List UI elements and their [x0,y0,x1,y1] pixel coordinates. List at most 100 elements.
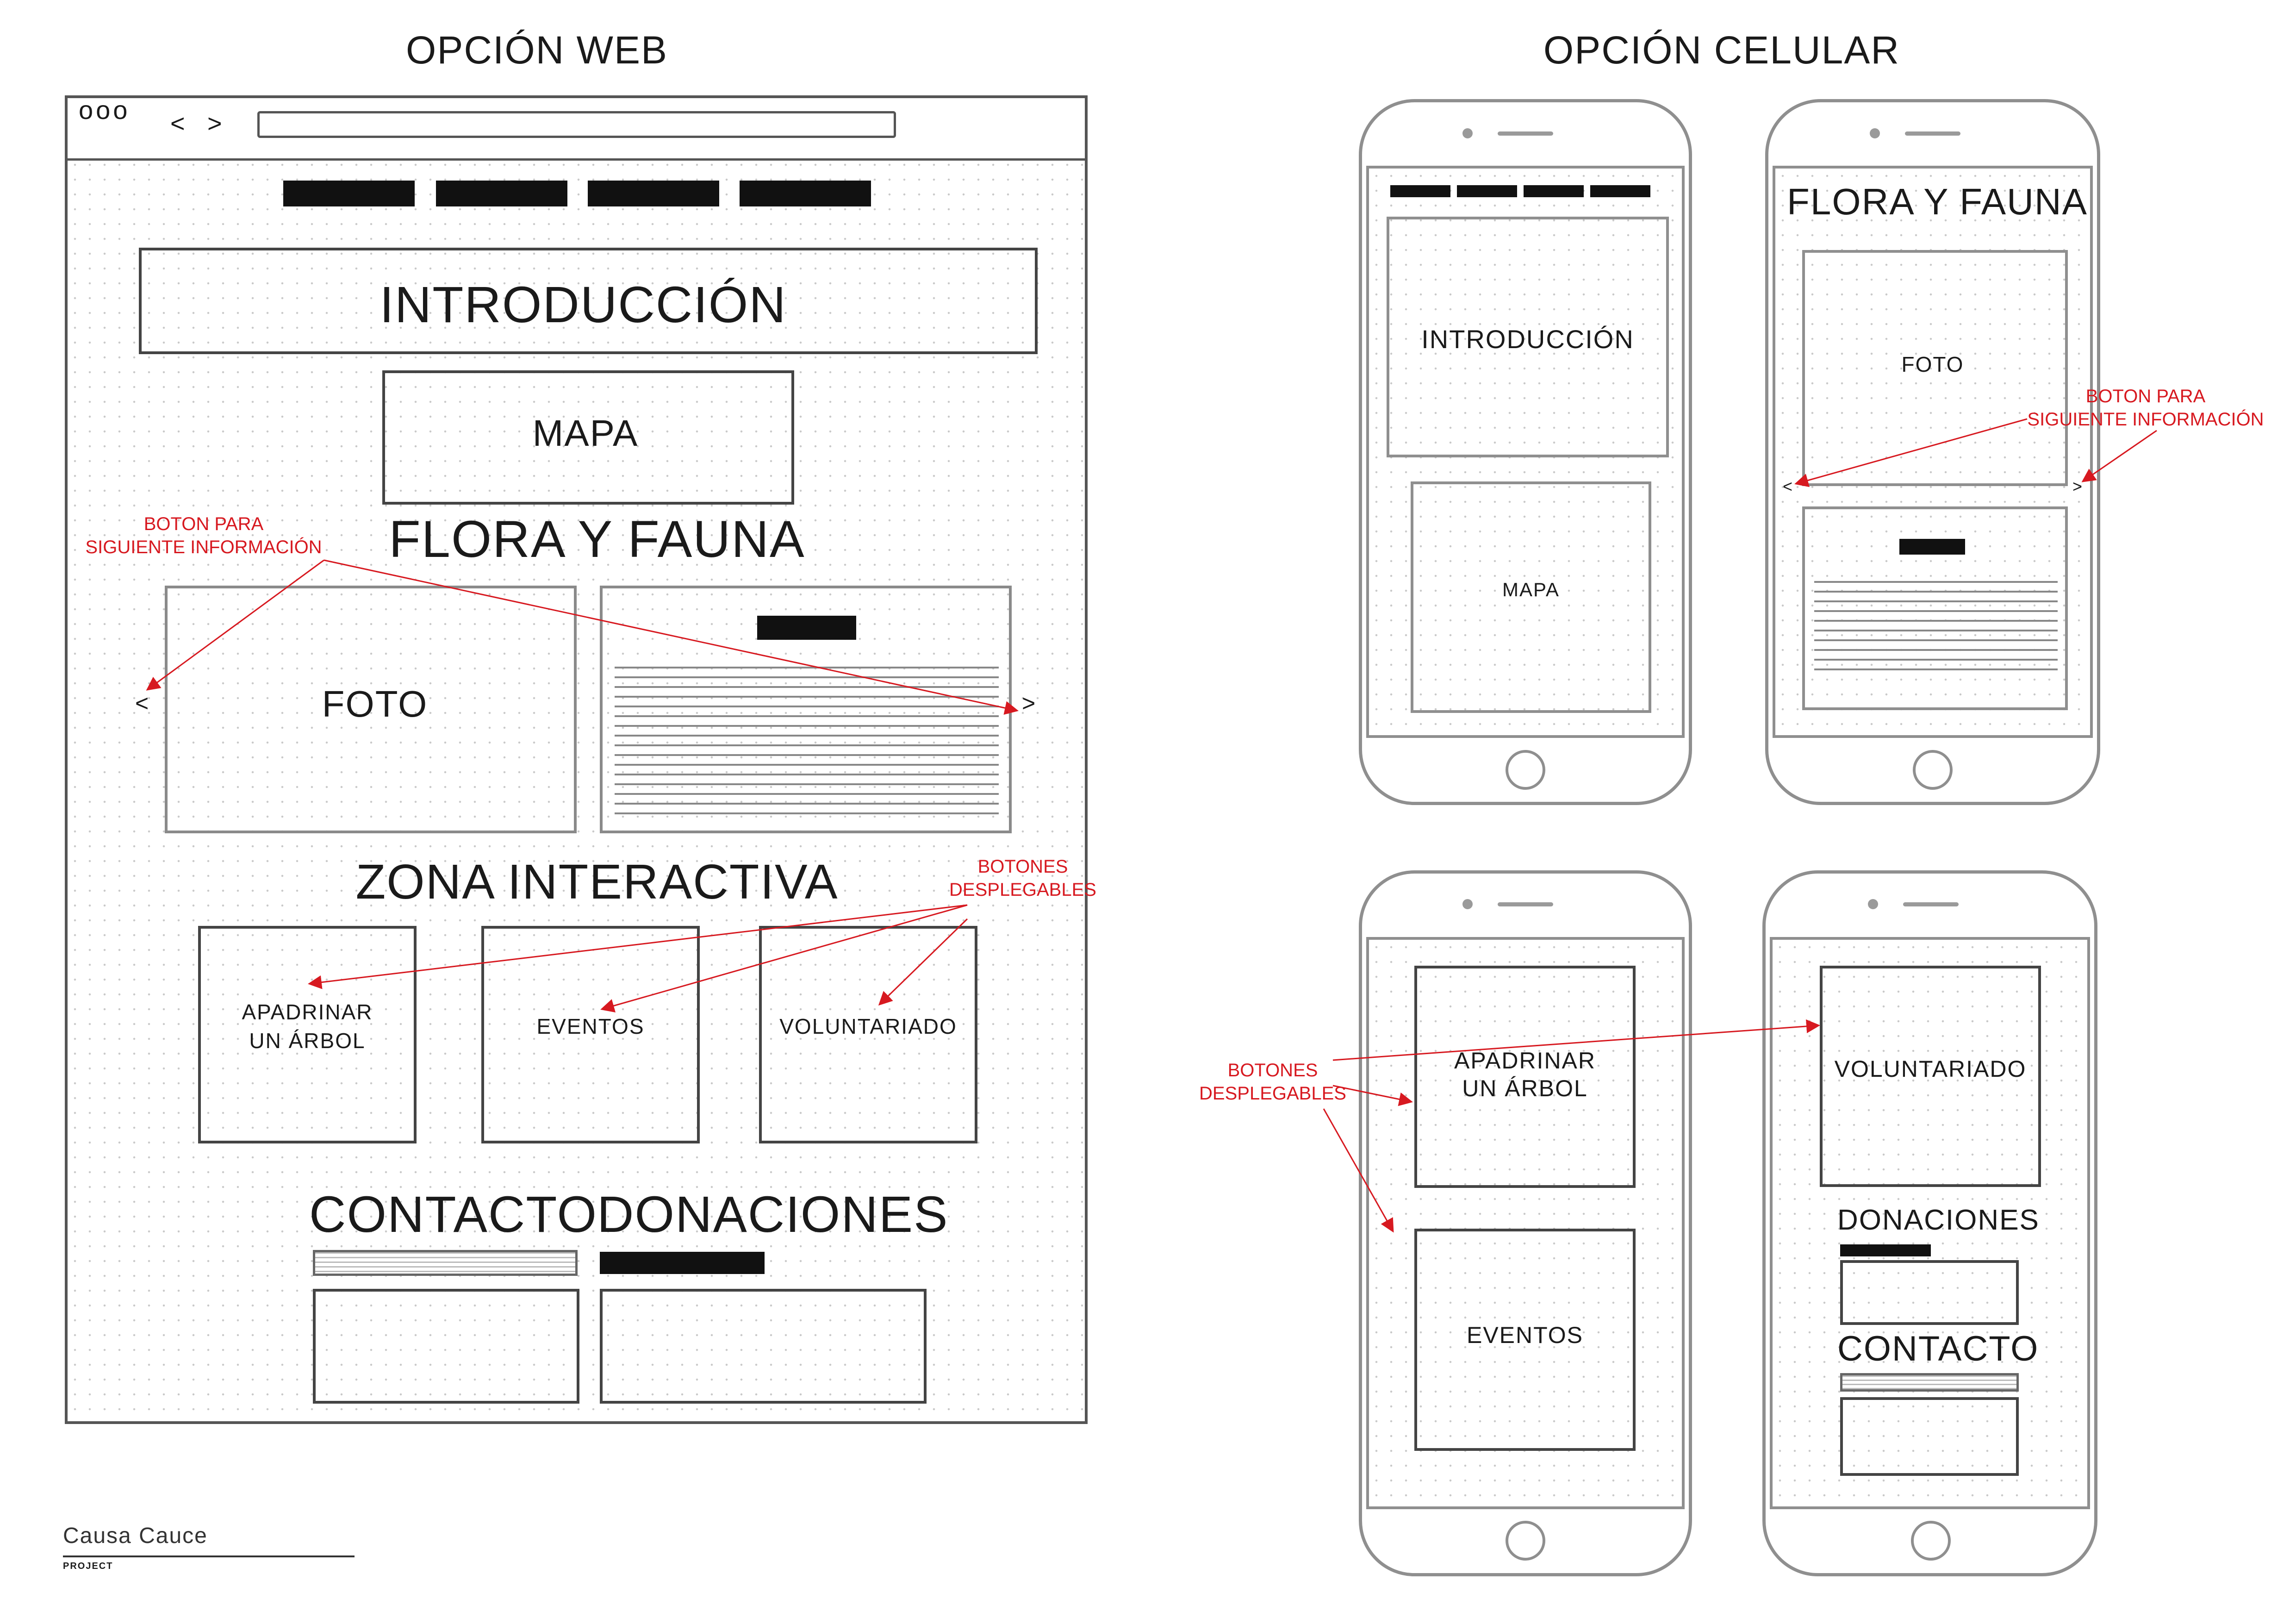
mobile-heading: OPCIÓN CELULAR [1543,28,1900,72]
phone-1-nav-1[interactable] [1390,185,1450,197]
mobile-annotation-dropdown-1: BOTONES [1227,1060,1318,1081]
card-adopt-tree[interactable] [198,926,417,1143]
donations-textarea[interactable] [600,1289,927,1404]
nav-item-4[interactable] [740,181,871,206]
web-annotation-next-1: BOTON PARA [143,514,264,534]
back-arrow-icon[interactable]: < [170,110,186,137]
card-volunteer[interactable] [759,926,977,1143]
interactive-title: ZONA INTERACTIVA [355,855,839,909]
phone-1-home-button[interactable] [1506,750,1545,790]
footer-rule [63,1555,355,1557]
phone-1-intro-block [1387,217,1669,457]
mobile-annotation-dropdown-2: DESPLEGABLES [1199,1083,1346,1104]
phone-2-info-block [1802,506,2068,710]
phone-3-camera [1462,899,1473,909]
address-bar[interactable] [257,111,896,138]
web-annotation-dropdown-1: BOTONES [977,856,1068,877]
mobile-annotation-next-1: BOTON PARA [2085,386,2206,406]
info-title-bar [757,616,856,640]
prev-arrow-icon[interactable]: < [135,690,150,716]
phone-1-speaker [1498,131,1553,136]
phone-2-prev-arrow-icon[interactable]: < [1783,477,1794,496]
phone-4-card-volunteer-label: VOLUNTARIADO [1834,1056,2027,1082]
web-arrow-next [324,559,1019,715]
donations-title: DONACIONES [597,1186,949,1243]
web-heading: OPCIÓN WEB [405,28,668,72]
card-volunteer-label: VOLUNTARIADO [779,1014,957,1038]
phone-1-screen [1366,166,1685,738]
phone-2-title: FLORA Y FAUNA [1787,181,2088,222]
phone-4-donations-textarea[interactable] [1840,1260,2019,1325]
phone-2-home-button[interactable] [1913,750,1953,790]
phone-4-contact-input[interactable] [1840,1373,2019,1392]
phone-4-screen [1770,937,2090,1509]
next-arrow-icon[interactable]: > [1022,690,1037,716]
intro-title: INTRODUCCIÓN [380,276,787,333]
phone-3-card-events[interactable] [1414,1229,1636,1451]
footer-sub: PROJECT [63,1561,113,1571]
phone-3-speaker [1498,902,1553,906]
window-dots[interactable]: ooo [79,95,131,125]
forward-arrow-icon[interactable]: > [207,110,223,137]
phone-4-camera [1868,899,1878,909]
web-annotation-next-2: SIGUIENTE INFORMACIÓN [85,537,322,557]
phone-2-speaker [1905,131,1960,136]
photo-label: FOTO [322,683,428,725]
phone-4-card-volunteer[interactable] [1820,966,2041,1187]
phone-1-camera [1462,128,1473,138]
phone-1-nav-2[interactable] [1457,185,1517,197]
web-annotation-dropdown-2: DESPLEGABLES [949,880,1096,900]
phone-3-card-adopt-tree-line2: UN ÁRBOL [1462,1075,1588,1101]
mobile-arrow-drop-2 [1323,1108,1394,1233]
phone-1-intro-label: INTRODUCCIÓN [1421,325,1634,354]
phone-2-camera [1870,128,1880,138]
phone-2-next-arrow-icon[interactable]: > [2072,477,2084,496]
mobile-annotation-next-2: SIGUIENTE INFORMACIÓN [2027,409,2264,430]
phone-3-card-events-label: EVENTOS [1466,1322,1584,1348]
info-text-lines [615,667,999,815]
card-events[interactable] [481,926,700,1143]
web-arrow-prev [146,559,324,691]
photo-block [165,586,577,833]
phone-1-nav-3[interactable] [1524,185,1584,197]
phone-3-screen [1366,937,1685,1509]
card-events-label: EVENTOS [536,1014,645,1038]
card-adopt-tree-label: APADRINAR UN ÁRBOL [242,1000,373,1053]
mobile-arrow-next [2081,430,2157,482]
phone-4-donations-title: DONACIONES [1837,1204,2040,1236]
phone-4-speaker [1903,902,1959,906]
phone-3-home-button[interactable] [1506,1521,1545,1561]
web-arrow-drop-1 [308,904,968,989]
web-arrow-drop-2 [600,904,968,1013]
flora-title: FLORA Y FAUNA [389,510,805,568]
phone-2-photo-block [1802,250,2068,486]
phone-1-map-block[interactable] [1411,481,1651,713]
contact-textarea[interactable] [313,1289,579,1404]
phone-4-donate-button[interactable] [1840,1244,1931,1256]
footer-brand: Causa Cauce [63,1524,208,1548]
phone-3-card-adopt-tree-line1: APADRINAR [1454,1048,1596,1074]
phone-4-home-button[interactable] [1911,1521,1951,1561]
web-arrow-drop-3 [878,918,968,1006]
map-label: MAPA [532,412,639,454]
phone-2-info-title-bar [1899,539,1965,555]
contact-title: CONTACTO [309,1186,598,1243]
intro-block [139,248,1038,354]
nav-item-1[interactable] [283,181,415,206]
mobile-arrow-drop-3 [1332,1019,1820,1061]
phone-2-photo-label: FOTO [1901,352,1964,376]
phone-4-contact-title: CONTACTO [1837,1329,2039,1368]
phone-3-card-adopt-tree[interactable] [1414,966,1636,1188]
phone-2-info-text-lines [1814,581,2058,674]
phone-4-contact-textarea[interactable] [1840,1397,2019,1476]
browser-toolbar [68,98,1085,161]
mobile-arrow-prev [1794,418,2028,487]
phone-1-map-label: MAPA [1502,579,1560,600]
donate-button[interactable] [600,1252,765,1274]
contact-input[interactable] [313,1250,578,1276]
map-block[interactable] [382,370,794,505]
phone-1-nav-4[interactable] [1590,185,1650,197]
nav-item-3[interactable] [588,181,719,206]
nav-item-2[interactable] [436,181,567,206]
